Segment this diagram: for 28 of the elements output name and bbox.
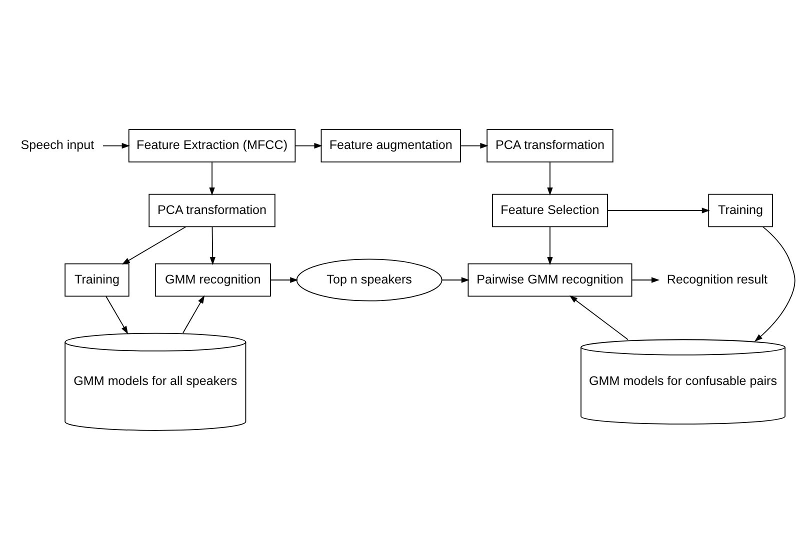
arrow [547,162,553,196]
arrow [460,142,488,149]
node-box: Feature Extraction (MFCC) [128,129,296,162]
arrow [754,226,796,342]
arrow [607,208,710,214]
node-text: Speech input [20,138,94,152]
node-ellipse: Top n speakers [296,258,442,302]
arrow [106,296,128,334]
node-box: Training [64,263,130,297]
node-box: Feature Selection [492,194,608,228]
arrow [122,226,186,264]
node-box: PCA transformation [486,129,614,162]
arrow [182,295,205,334]
arrow [270,277,298,283]
arrow [210,226,216,266]
arrow [442,277,470,283]
arrow [209,162,215,196]
node-box: Pairwise GMM recognition [468,263,632,297]
arrow [631,277,660,283]
arrow [102,142,130,149]
node-box: GMM recognition [154,263,271,297]
arrow [294,142,322,149]
node-box: Training [708,194,773,228]
node-box: Feature augmentation [320,129,461,162]
node-box: PCA transformation [148,194,276,228]
node-text: Recognition result [666,272,768,286]
arrow [547,226,553,266]
arrow [569,296,628,340]
